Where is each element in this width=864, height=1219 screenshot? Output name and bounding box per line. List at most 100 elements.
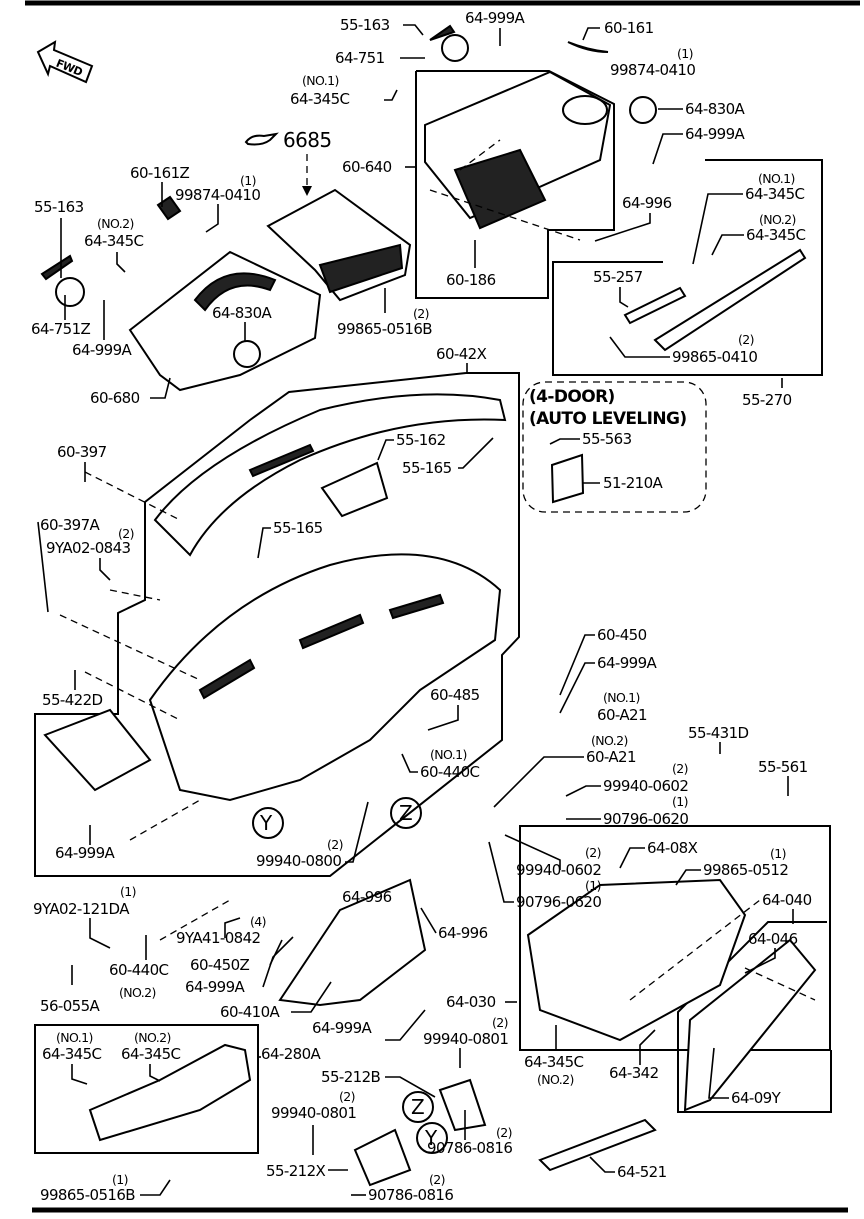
part-label: 64-999A	[685, 125, 746, 143]
side-vent-ring	[562, 95, 608, 125]
variant-label: (NO.1)	[758, 171, 795, 186]
leader-lines	[37, 24, 794, 1196]
part-label: 60-450	[597, 626, 647, 644]
part-label: 55-163	[340, 16, 390, 34]
reference-note-number: 6685	[283, 128, 332, 152]
part-label: 64-996	[342, 888, 392, 906]
callout-circle-z	[390, 797, 422, 829]
part-label: 60-A21	[597, 706, 647, 724]
variant-label: (NO.2)	[537, 1072, 574, 1087]
variant-label: (NO.1)	[430, 747, 467, 762]
part-label: 51-210A	[603, 474, 664, 492]
vent-64-830A-right	[629, 96, 657, 124]
part-label: 64-345C	[745, 185, 805, 203]
part-label: 64-345C	[84, 232, 144, 250]
variant-label: (NO.2)	[97, 216, 134, 231]
qty-label: (2)	[672, 761, 688, 776]
part-label: 60-161	[604, 19, 654, 37]
part-label: 55-165	[402, 459, 452, 477]
part-label: 64-999A	[312, 1019, 373, 1037]
part-label: 64-999A	[465, 9, 526, 27]
variant-label: (NO.2)	[134, 1030, 171, 1045]
part-label: 9YA02-0843	[46, 539, 131, 557]
reference-note: 6685	[244, 128, 332, 196]
part-label: 64-521	[617, 1163, 667, 1181]
pointing-hand-icon	[244, 132, 279, 146]
part-label: 64-751Z	[31, 320, 91, 338]
part-label: 55-165	[273, 519, 323, 537]
frame-glove-box-lid-group	[677, 921, 832, 1113]
part-label: 60-440C	[109, 961, 169, 979]
part-label: 60-42X	[436, 345, 487, 363]
part-label: 60-440C	[420, 763, 480, 781]
variant-note-auto-leveling: (AUTO LEVELING)	[529, 409, 687, 429]
center-console-vents	[453, 148, 547, 230]
qty-label: (1)	[677, 46, 693, 61]
part-label: 90796-0620	[603, 810, 688, 828]
part-label: 99940-0602	[516, 861, 601, 879]
part-label: 64-996	[438, 924, 488, 942]
part-label: 64-345C	[290, 90, 350, 108]
part-label: 99865-0512	[703, 861, 788, 879]
variant-label: (NO.2)	[759, 212, 796, 227]
frame-glove-box-group	[519, 825, 831, 1051]
part-shapes	[40, 24, 817, 1187]
part-label: 55-257	[593, 268, 643, 286]
qty-label: (2)	[327, 837, 343, 852]
part-label: 55-162	[396, 431, 446, 449]
part-label: 64-999A	[185, 978, 246, 996]
part-label: 64-280A	[261, 1045, 322, 1063]
part-label: 99940-0800	[256, 852, 341, 870]
part-label: 60-A21	[586, 748, 636, 766]
glove-box-shape	[526, 878, 747, 1042]
part-label: 9YA41-0842	[176, 929, 261, 947]
assembly-dash-lines	[59, 139, 816, 1001]
qty-label: (2)	[496, 1125, 512, 1140]
svg-text:Z: Z	[411, 1095, 424, 1119]
forward-direction-arrow-icon: FWD	[36, 40, 94, 84]
qty-label: (2)	[429, 1172, 445, 1187]
callout-circle-y-lower	[416, 1122, 448, 1154]
part-label: 64-342	[609, 1064, 659, 1082]
part-label: 55-212X	[266, 1162, 326, 1180]
part-label: 64-345C	[42, 1045, 102, 1063]
callout-circle-y	[252, 807, 284, 839]
qty-label: (2)	[118, 526, 134, 541]
svg-text:Z: Z	[399, 801, 412, 825]
part-label: 90786-0816	[368, 1186, 453, 1204]
part-label: 99940-0801	[271, 1104, 356, 1122]
part-label: 64-999A	[72, 341, 133, 359]
part-label: 60-640	[342, 158, 392, 176]
part-label: 60-410A	[220, 1003, 281, 1021]
part-label: 60-450Z	[190, 956, 250, 974]
part-label: 64-345C	[121, 1045, 181, 1063]
part-label: 64-999A	[55, 844, 116, 862]
part-label: 99874-0410	[610, 61, 695, 79]
callout-circle-z-lower	[402, 1091, 434, 1123]
part-label: 55-270	[742, 391, 792, 409]
qty-label: (4)	[250, 914, 266, 929]
frame-lower-panel-group	[34, 1024, 259, 1154]
part-label: 9YA02-121DA	[33, 900, 130, 918]
qty-label: (1)	[120, 884, 136, 899]
part-label: 64-830A	[212, 304, 273, 322]
qty-label: (1)	[240, 173, 256, 188]
qty-label: (2)	[492, 1015, 508, 1030]
svg-text:Y: Y	[424, 1126, 438, 1150]
part-label: 99865-0410	[672, 348, 757, 366]
variant-label: (NO.2)	[119, 985, 156, 1000]
dashboard-top-pad	[153, 393, 507, 557]
part-label: 99865-0516B	[40, 1186, 135, 1204]
part-label: 99940-0801	[423, 1030, 508, 1048]
part-label: 64-046	[748, 930, 798, 948]
qty-label: (1)	[112, 1172, 128, 1187]
callout-circles: Y Z Z Y	[252, 797, 448, 1154]
part-labels: 55-163 64-999A 60-161 64-751 (1) 99874-0…	[31, 9, 812, 1204]
part-label: 64-751	[335, 49, 385, 67]
frame-55-270-group	[552, 159, 823, 376]
part-label: 64-830A	[685, 100, 746, 118]
part-label: 60-680	[90, 389, 140, 407]
frame-dashboard-group	[34, 372, 520, 877]
